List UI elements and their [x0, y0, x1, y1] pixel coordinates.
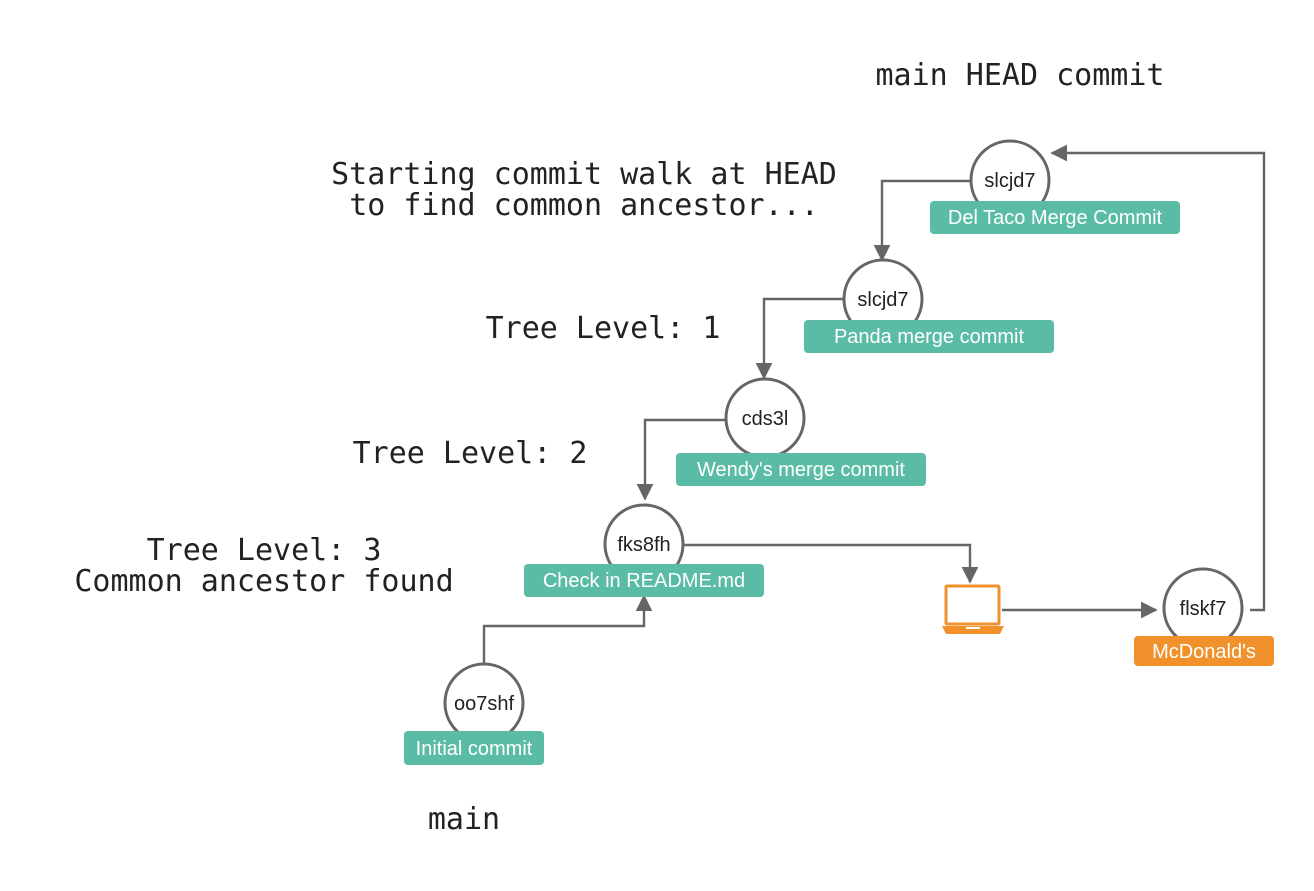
commit-id: cds3l [742, 408, 789, 430]
commit-node-head[interactable]: slcjd7 Del Taco Merge Commit [930, 139, 1180, 234]
commit-message: Initial commit [416, 738, 533, 760]
commit-message-badge [1134, 636, 1274, 666]
commit-node-initial[interactable]: oo7shf Initial commit [404, 662, 544, 765]
edge-fks8fh-to-laptop [684, 543, 979, 584]
walk-description-line2: to find common ancestor... [349, 188, 819, 223]
commit-node-readme[interactable]: fks8fh Check in README.md [524, 503, 764, 597]
commit-id: flskf7 [1180, 598, 1227, 620]
edge-flskf7-to-head [1050, 144, 1266, 612]
commit-message: McDonald's [1152, 641, 1256, 663]
commit-message: Del Taco Merge Commit [948, 207, 1163, 229]
tree-level-3-label: Tree Level: 3 [147, 533, 382, 568]
commit-message-badge [804, 320, 1054, 353]
head-commit-title: main HEAD commit [876, 58, 1165, 93]
edges [482, 144, 1266, 664]
commit-message-badge [404, 731, 544, 765]
commit-message: Panda merge commit [834, 326, 1025, 348]
commit-id: oo7shf [454, 693, 514, 715]
edge-wendys-to-readme [636, 418, 725, 501]
commit-message-badge [930, 201, 1180, 234]
commit-message-badge [524, 564, 764, 597]
commit-message: Check in README.md [543, 570, 745, 592]
commit-id: slcjd7 [857, 289, 908, 311]
laptop-icon [942, 584, 1004, 634]
tree-level-2-label: Tree Level: 2 [353, 436, 588, 471]
walk-description-line1: Starting commit walk at HEAD [331, 157, 837, 192]
commit-node-mcdonalds[interactable]: flskf7 McDonald's [1134, 567, 1274, 666]
branch-label: main [428, 802, 500, 837]
commit-id: fks8fh [617, 534, 670, 556]
commit-id: slcjd7 [984, 170, 1035, 192]
edge-oo7shf-to-fks8fh [482, 594, 653, 664]
edge-head-to-panda [873, 179, 970, 262]
edge-panda-to-wendys [755, 297, 843, 380]
common-ancestor-label: Common ancestor found [74, 564, 453, 599]
commit-message: Wendy's merge commit [697, 459, 905, 481]
commit-node-panda[interactable]: slcjd7 Panda merge commit [804, 258, 1054, 353]
commit-node-wendys[interactable]: cds3l Wendy's merge commit [676, 377, 926, 486]
tree-level-1-label: Tree Level: 1 [486, 311, 721, 346]
commit-message-badge [676, 453, 926, 486]
